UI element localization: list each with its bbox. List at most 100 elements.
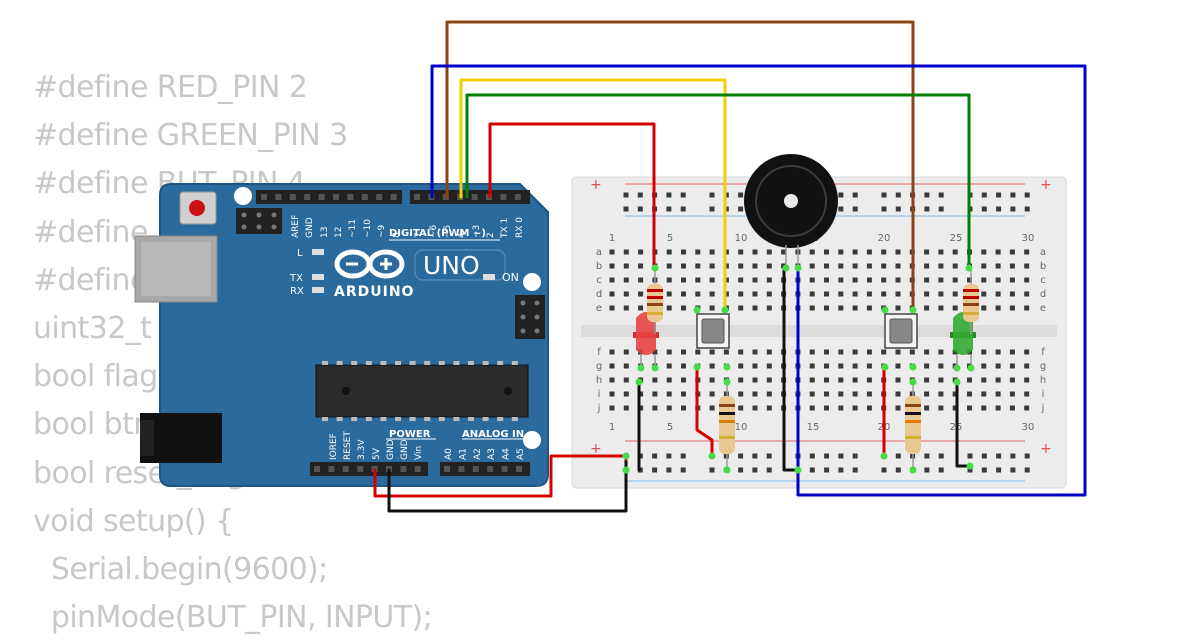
- rail-hole: [824, 467, 830, 473]
- chip-leg: [468, 361, 474, 365]
- piezo-buzzer[interactable]: [744, 154, 838, 268]
- rail-hole: [666, 467, 672, 473]
- breadboard-hole: [738, 249, 744, 255]
- chip-dot: [342, 387, 350, 395]
- top-pin-label: ~11: [348, 219, 358, 238]
- breadboard-hole: [809, 391, 815, 397]
- green-led[interactable]: [950, 312, 976, 368]
- column-number: 5: [667, 233, 673, 244]
- reset-button-cap[interactable]: [189, 200, 205, 216]
- breadboard-hole: [881, 249, 887, 255]
- breadboard-hole: [981, 305, 987, 311]
- breadboard-hole: [781, 249, 787, 255]
- connection-dot: [635, 378, 643, 386]
- breadboard-hole: [809, 291, 815, 297]
- top-pin-label: ~10: [363, 219, 373, 238]
- breadboard-hole: [924, 391, 930, 397]
- breadboard-hole: [824, 405, 829, 411]
- rail-hole: [852, 467, 858, 473]
- breadboard-hole: [866, 263, 872, 269]
- row-letter: f: [1041, 347, 1045, 358]
- analog-pin-label: A4: [502, 448, 512, 460]
- wire-button1-vcc[interactable]: [695, 365, 714, 458]
- resistor-button2-pulldown[interactable]: [905, 382, 921, 470]
- rail-hole: [881, 206, 887, 212]
- chip-leg: [482, 361, 489, 365]
- button-cap[interactable]: [701, 318, 725, 344]
- breadboard-hole: [824, 291, 829, 297]
- wire-gnd-led-green[interactable]: [955, 380, 972, 468]
- wire-green[interactable]: [465, 93, 971, 270]
- breadboard-hole: [967, 391, 972, 397]
- wire-blue[interactable]: [430, 64, 1087, 497]
- breadboard-hole: [681, 263, 686, 269]
- breadboard-hole: [852, 263, 858, 269]
- breadboard-hole: [1024, 391, 1030, 397]
- led-dome: [636, 312, 656, 355]
- breadboard-hole: [623, 249, 629, 255]
- breadboard-hole: [609, 263, 615, 269]
- rail-hole: [1024, 192, 1030, 198]
- breadboard-hole: [938, 305, 944, 311]
- breadboard-hole: [824, 263, 829, 269]
- breadboard-hole: [709, 277, 715, 283]
- rail-hole: [981, 467, 987, 473]
- column-number: 10: [735, 233, 748, 244]
- chip-leg: [395, 417, 401, 421]
- breadboard-hole: [695, 249, 701, 255]
- wire-yellow[interactable]: [459, 78, 727, 312]
- button-cap[interactable]: [889, 318, 913, 344]
- wire-red[interactable]: [488, 122, 656, 270]
- connection-dot: [723, 466, 731, 474]
- breadboard-hole: [967, 405, 972, 411]
- breadboard-hole: [938, 405, 944, 411]
- breadboard-hole: [709, 263, 715, 269]
- rail-hole: [938, 453, 944, 459]
- chip-leg: [380, 417, 387, 421]
- resistor-red-led[interactable]: [647, 268, 663, 334]
- power-pin-label: 3.3V: [357, 439, 367, 460]
- breadboard-hole: [609, 377, 615, 383]
- connection-dot: [909, 363, 917, 371]
- resistor-green-led[interactable]: [963, 268, 979, 334]
- rail-hole: [1010, 467, 1016, 473]
- resistor-body: [905, 396, 921, 454]
- wire-gnd[interactable]: [387, 460, 628, 513]
- breadboard-hole: [852, 305, 858, 311]
- wire-brown[interactable]: [445, 20, 915, 312]
- header-pin: [514, 194, 521, 200]
- top-pin-label: 8: [392, 232, 402, 238]
- breadboard-hole: [995, 349, 1001, 355]
- column-number: 25: [950, 233, 963, 244]
- breadboard-hole: [838, 391, 844, 397]
- column-number: 1: [609, 422, 615, 433]
- code-line: uint32_t: [33, 311, 152, 347]
- row-letter: b: [596, 261, 602, 272]
- push-button-2[interactable]: [884, 313, 918, 349]
- breadboard-hole: [809, 377, 815, 383]
- breadboard-hole: [995, 277, 1001, 283]
- chip-leg: [322, 417, 328, 421]
- header-pin: [444, 466, 450, 472]
- breadboard-hole: [695, 263, 701, 269]
- connection-dot: [651, 264, 659, 272]
- wire-buzzer-gnd[interactable]: [782, 268, 800, 472]
- breadboard-hole: [609, 391, 615, 397]
- breadboard-hole: [924, 363, 930, 369]
- breadboard-hole: [1009, 391, 1015, 397]
- chip-leg: [322, 361, 328, 365]
- breadboard-hole: [938, 377, 944, 383]
- breadboard-hole: [766, 291, 772, 297]
- breadboard-hole: [609, 277, 615, 283]
- top-pin-label: ~3: [472, 225, 482, 238]
- breadboard-hole: [766, 377, 772, 383]
- breadboard-hole: [623, 263, 629, 269]
- breadboard-hole: [638, 391, 644, 397]
- breadboard-hole: [1009, 405, 1015, 411]
- push-button-1[interactable]: [696, 313, 730, 349]
- top-pin-label: 7: [414, 232, 424, 238]
- breadboard-hole: [666, 263, 672, 269]
- breadboard-hole: [638, 249, 644, 255]
- resistor-button1-pulldown[interactable]: [719, 382, 735, 470]
